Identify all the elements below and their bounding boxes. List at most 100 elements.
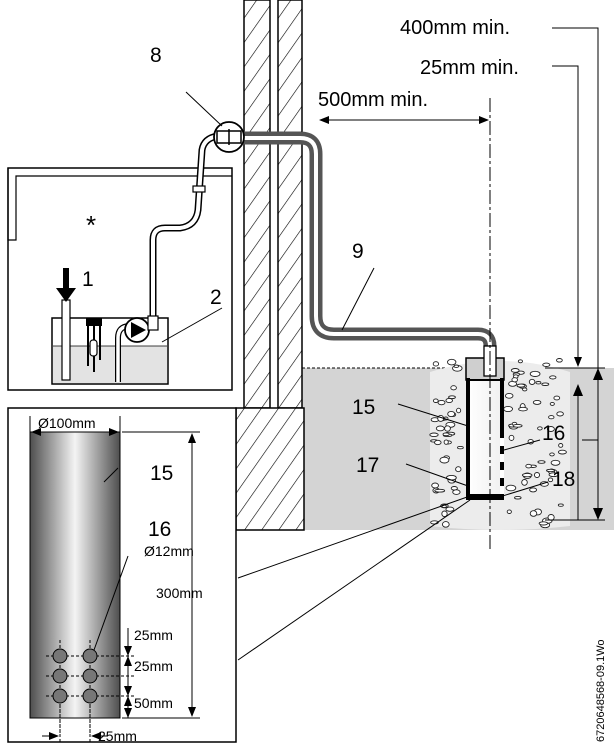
leader-16	[503, 439, 541, 451]
gravel-pebble	[432, 398, 439, 403]
gravel-pebble	[522, 387, 528, 392]
gravel-pebble	[517, 359, 523, 364]
tank-water	[53, 346, 167, 383]
dim-w25-text: 25mm	[98, 728, 137, 744]
appliance-panel-edge	[7, 168, 232, 241]
gravel-pebble	[556, 358, 563, 363]
soakaway-holes	[500, 438, 504, 494]
gravel-pebble	[529, 510, 538, 517]
dim-400-text: 400mm min.	[400, 17, 510, 39]
dim-500-text: 500mm min.	[318, 89, 428, 111]
gravel-pebble	[537, 426, 543, 431]
gravel-pebble	[455, 466, 462, 473]
dim-dia100-text: Ø100mm	[38, 415, 96, 431]
hole-grid	[46, 640, 136, 734]
label-17: 17	[356, 454, 379, 477]
float-switch-assembly	[86, 318, 102, 372]
hose-connector	[213, 121, 245, 153]
gravel-pebble	[541, 382, 550, 386]
gravel-pebble	[556, 411, 564, 417]
gravel-pebble	[434, 488, 446, 493]
gravel-pebble	[444, 425, 451, 432]
gravel-pebble	[547, 477, 554, 483]
label-18: 18	[552, 468, 575, 491]
gravel-pebble	[514, 495, 522, 500]
gravel-pebble	[532, 399, 542, 405]
hole-spacing-dims	[122, 628, 136, 719]
gravel-pebble	[546, 426, 555, 432]
gravel-pebble	[453, 364, 459, 368]
gravel-pebble	[457, 445, 464, 450]
gravel-pebble	[431, 482, 439, 489]
inlet-arrow-icon	[56, 268, 76, 302]
label-16-detail: 16	[148, 518, 171, 541]
gravel-pebble	[549, 401, 555, 406]
wall-outer-leaf	[277, 0, 303, 409]
gravel-pebble	[511, 377, 518, 383]
gravel-pebble	[542, 362, 551, 367]
soakaway-tube	[467, 379, 503, 499]
gravel-pebble	[525, 463, 532, 469]
wall-inner-leaf	[243, 0, 271, 409]
gravel-pebble	[435, 425, 445, 432]
dim-25b-text: 25mm	[134, 658, 173, 674]
gravel-pebble	[557, 449, 567, 455]
dim-300-text: 300mm	[156, 585, 203, 601]
gravel-pebble	[546, 468, 556, 473]
gravel-pebble	[443, 439, 449, 445]
leader-16-detail	[93, 555, 129, 651]
gravel-pebble	[442, 432, 450, 437]
label-15: 15	[352, 396, 375, 419]
gravel-pebble	[529, 370, 541, 377]
gravel-pebble	[510, 368, 520, 373]
gravel-pebble	[452, 489, 461, 495]
pipe-clip	[192, 185, 206, 193]
dim-25a-text: 25mm	[134, 627, 173, 643]
leader-9	[341, 267, 375, 331]
label-2: 2	[210, 286, 222, 309]
gravel-pebble	[548, 472, 559, 478]
insulated-hose	[228, 131, 497, 358]
leader-2	[161, 307, 223, 343]
gravel-pebble	[516, 383, 526, 388]
detail-connector-top	[237, 495, 471, 579]
dim-25min-text: 25mm min.	[420, 57, 519, 79]
dim-25min-leader	[552, 65, 582, 367]
gravel-pebble	[557, 503, 564, 507]
leader-15-detail	[103, 467, 119, 483]
gravel-pebble	[512, 423, 523, 428]
inlet-pipe	[61, 299, 71, 381]
wall-foundation	[235, 407, 305, 531]
label-15-detail: 15	[150, 462, 173, 485]
gravel-pebble	[434, 439, 442, 446]
gravel-pebble	[429, 432, 439, 438]
gravel-pebble	[535, 381, 542, 385]
label-asterisk: *	[86, 210, 96, 240]
gravel-pebble	[553, 395, 561, 401]
gravel-pebble	[432, 361, 440, 367]
gravel-pebble	[450, 385, 457, 391]
gravel-pebble	[503, 405, 513, 413]
gravel-pebble	[521, 479, 528, 486]
pump-icon	[124, 317, 150, 343]
soakaway-bottom	[466, 494, 504, 500]
gravel-pebble	[533, 472, 541, 478]
gravel-pebble	[439, 456, 450, 464]
leader-8	[185, 91, 223, 127]
dim-dia12-text: Ø12mm	[144, 543, 194, 559]
label-1: 1	[82, 268, 94, 291]
gravel-pebble	[505, 484, 517, 492]
gravel-pebble	[508, 434, 515, 441]
label-16: 16	[542, 422, 565, 445]
leader-18	[495, 481, 549, 499]
gravel-pebble	[448, 395, 456, 400]
gravel-pebble	[537, 460, 546, 464]
gravel-pebble	[441, 521, 450, 528]
gravel-pebble	[529, 487, 538, 493]
detail-tube	[29, 431, 121, 719]
gravel-pebble	[547, 514, 555, 521]
label-8: 8	[150, 44, 162, 67]
gravel-pebble	[445, 506, 455, 512]
